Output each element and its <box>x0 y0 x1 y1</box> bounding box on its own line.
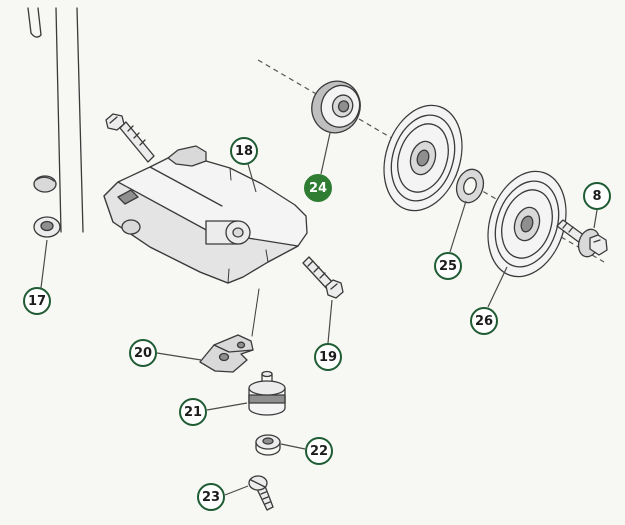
callout-18[interactable]: 18 <box>230 137 258 165</box>
pivot-bolt-illustration <box>302 256 344 299</box>
callout-21[interactable]: 21 <box>179 398 207 426</box>
screw-part-illustration <box>248 475 274 511</box>
callout-leader-lines <box>40 132 598 496</box>
flange-bolt-illustration <box>556 219 608 258</box>
housing-part-illustration <box>103 145 308 284</box>
connector-line <box>251 288 260 337</box>
pulley-half-front-illustration <box>383 104 463 212</box>
flanged-pulley-illustration <box>311 80 361 134</box>
pulley-half-rear-illustration <box>487 170 567 278</box>
callout-26[interactable]: 26 <box>470 307 498 335</box>
handlebar-tube-illustration <box>27 7 84 233</box>
callout-22[interactable]: 22 <box>305 437 333 465</box>
callout-25[interactable]: 25 <box>434 252 462 280</box>
callout-17[interactable]: 17 <box>23 287 51 315</box>
housing-bolt-illustration <box>105 113 155 163</box>
callout-24[interactable]: 24 <box>304 174 332 202</box>
washer-part-illustration <box>255 434 281 456</box>
callout-8[interactable]: 8 <box>583 182 611 210</box>
callout-19[interactable]: 19 <box>314 343 342 371</box>
callout-20[interactable]: 20 <box>129 339 157 367</box>
spacer-ring-illustration <box>455 168 485 204</box>
cap-part-illustration <box>33 175 57 193</box>
bushing-part-illustration <box>248 370 286 416</box>
guard-bracket-illustration <box>199 334 254 373</box>
grommet-part-illustration <box>33 216 61 238</box>
callout-23[interactable]: 23 <box>197 483 225 511</box>
